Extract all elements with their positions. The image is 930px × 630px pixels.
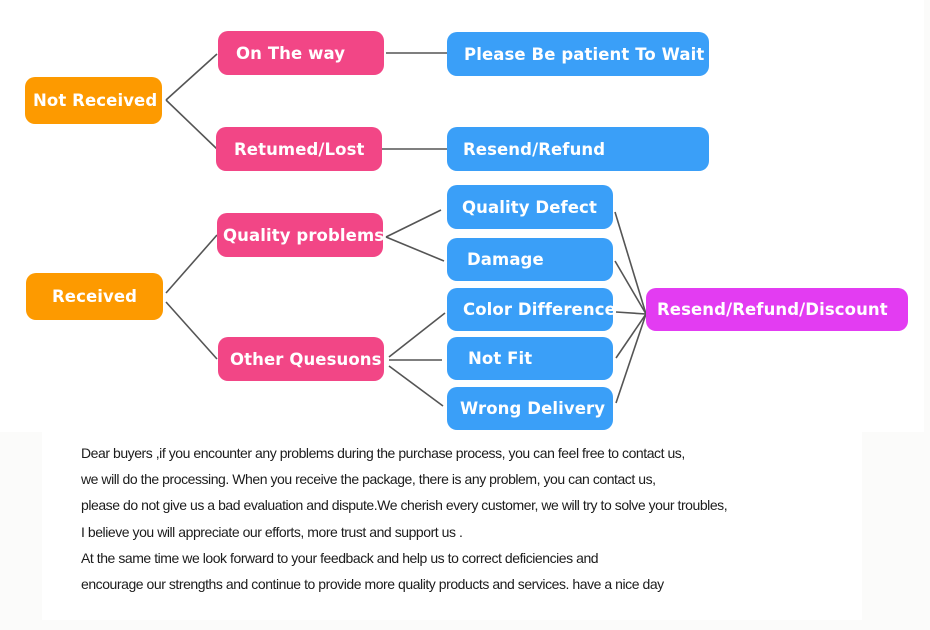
node-label: Not Received — [33, 91, 158, 110]
node-label: Not Fit — [468, 349, 533, 368]
node-resend-refund: Resend/Refund — [447, 127, 709, 171]
node-not-received: Not Received — [25, 77, 162, 124]
note-line: we will do the processing. When you rece… — [81, 471, 656, 488]
connector-received-quality — [165, 234, 218, 294]
node-label: Received — [52, 287, 138, 306]
node-other-questions: Other Quesuons — [218, 337, 384, 381]
node-not-fit: Not Fit — [447, 337, 613, 380]
node-label: Wrong Delivery — [460, 399, 606, 418]
connector-quality-damage — [385, 236, 445, 262]
connector-other-wrong — [388, 365, 444, 407]
connector-not-received-returned-lost — [165, 99, 218, 150]
node-label: Other Quesuons — [230, 349, 382, 369]
node-received: Received — [26, 273, 163, 320]
node-wrong-delivery: Wrong Delivery — [447, 387, 613, 430]
note-panel — [42, 432, 862, 620]
node-label: Resend/Refund/Discount — [657, 300, 888, 319]
note-line: At the same time we look forward to your… — [81, 549, 599, 566]
node-color-difference: Color Difference — [447, 288, 616, 331]
node-quality-problems: Quality problems — [217, 213, 385, 257]
node-quality-defect: Quality Defect — [447, 185, 613, 229]
node-please-wait: Please Be patient To Wait — [447, 32, 709, 76]
connector-received-other — [165, 301, 218, 360]
node-label: Please Be patient To Wait — [464, 44, 705, 64]
connector-wrong-final — [615, 313, 647, 404]
node-label: Quality Defect — [462, 197, 597, 217]
node-label: Retumed/Lost — [234, 139, 365, 159]
connector-quality-defect — [385, 209, 442, 238]
note-line: Dear buyers ,if you encounter any proble… — [81, 445, 685, 461]
node-on-the-way: On The way — [218, 31, 384, 75]
node-label: Quality problems — [223, 225, 385, 245]
node-label: Color Difference — [463, 300, 616, 319]
note-line: encourage our strengths and continue to … — [81, 575, 664, 592]
node-label: On The way — [236, 43, 346, 63]
connector-damage-final — [614, 260, 647, 315]
node-label: Resend/Refund — [463, 139, 606, 159]
connector-other-color — [388, 312, 446, 358]
node-resend-refund-discount: Resend/Refund/Discount — [646, 288, 908, 331]
note-line: please do not give us a bad evaluation a… — [81, 497, 728, 514]
buyer-note: Dear buyers ,if you encounter any proble… — [81, 440, 728, 597]
connector-notfit-final — [615, 313, 647, 359]
note-line: I believe you will appreciate our effort… — [81, 523, 463, 540]
connector-not-received-on-the-way — [165, 53, 218, 101]
connector-color-final — [615, 311, 647, 315]
node-returned-lost: Retumed/Lost — [216, 127, 382, 171]
connector-defect-final — [614, 211, 647, 315]
node-damage: Damage — [447, 238, 613, 281]
node-label: Damage — [467, 250, 544, 269]
